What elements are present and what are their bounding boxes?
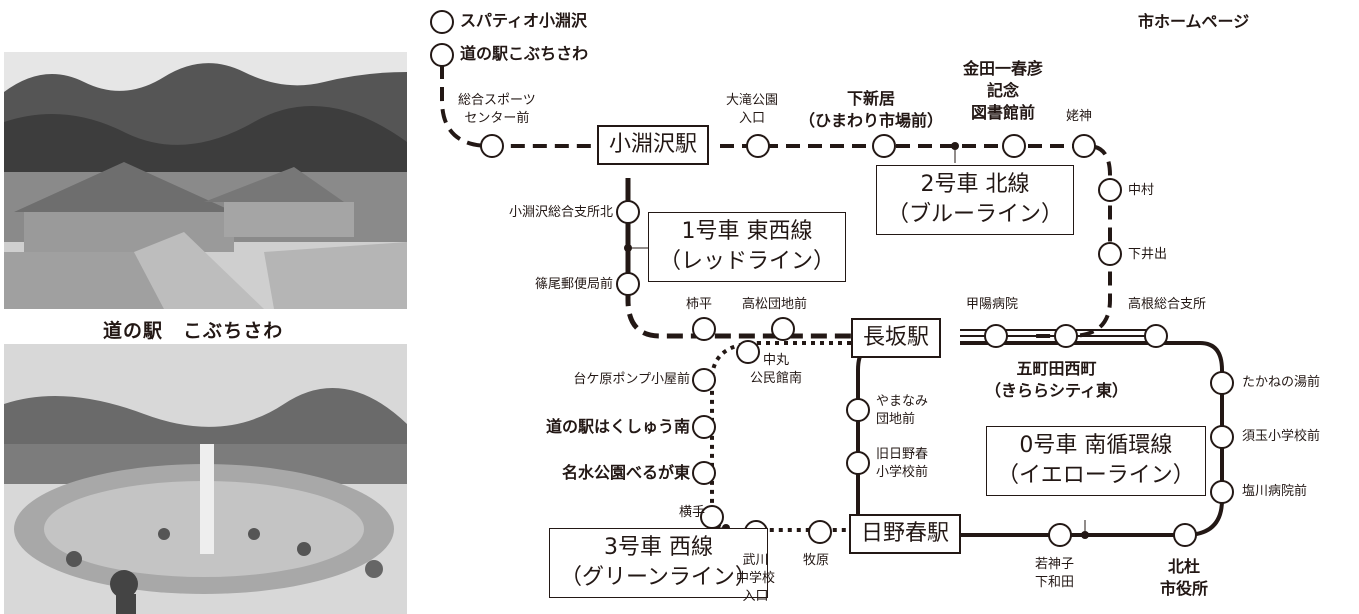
stop-label-meisui-park: 名水公園べるが東 — [561, 463, 690, 482]
stop-marker-shimoide — [1098, 242, 1122, 266]
stop-label-mukawa-school: 武川 中学校 入口 — [736, 553, 776, 604]
route-line-1-dashed-north — [440, 65, 600, 148]
line-3-name: 3号車 西線 — [603, 535, 713, 560]
stop-marker-hakushu-minami — [692, 415, 716, 439]
line-1-sub: （レッドライン） — [659, 249, 836, 274]
stop-marker-wakamiko — [1048, 523, 1072, 547]
stop-label-old-hinoharu-school: 旧日野春 小学校前 — [876, 447, 929, 480]
stop-marker-spatio — [430, 10, 454, 34]
route-line-2 — [720, 144, 1112, 338]
stop-label-daigahara-pump: 台ケ原ポンプ小屋前 — [573, 372, 690, 387]
stop-label-shimoide: 下井出 — [1128, 247, 1168, 262]
stop-marker-gochoda — [1054, 324, 1078, 348]
line-0-name: 0号車 南循環線 — [1019, 433, 1173, 458]
stop-label-yokote: 横手 — [678, 505, 705, 520]
stop-marker-kouyou-hospital — [984, 324, 1008, 348]
line-2-sub: （ブルーライン） — [887, 202, 1064, 227]
stop-marker-otaki — [746, 134, 770, 158]
stop-marker-ubagami — [1072, 134, 1096, 158]
stop-marker-shiokawa-hospital — [1210, 480, 1234, 504]
stop-label-takane-branch: 高根総合支所 — [1128, 297, 1207, 312]
stop-label-ubagami: 姥神 — [1066, 109, 1093, 124]
stop-marker-shinoo-post — [616, 272, 640, 296]
stop-marker-takanenoyu — [1210, 371, 1234, 395]
station-kobuchisawa[interactable]: 小淵沢駅 — [597, 125, 710, 165]
stop-marker-city-hall — [1173, 523, 1197, 547]
stop-marker-sutama-school — [1210, 425, 1234, 449]
stop-label-kaneda: 金田一春彦 記念 図書館前 — [963, 59, 1044, 122]
stop-marker-kakidaira — [692, 317, 716, 341]
stop-label-takamatsu: 高松団地前 — [742, 297, 808, 312]
stop-marker-yamanami — [846, 398, 870, 422]
line-3-sub: （グリーンライン） — [560, 565, 757, 590]
stop-label-city-hall: 北杜 市役所 — [1160, 557, 1209, 598]
stop-label-sutama-school: 須玉小学校前 — [1242, 429, 1321, 444]
stop-label-nakamura: 中村 — [1128, 183, 1155, 198]
line-1-name: 1号車 東西線 — [681, 219, 813, 244]
route-line-1-dashed — [625, 290, 870, 339]
stop-marker-nakamaru — [736, 340, 760, 364]
stop-label-wakamiko: 若神子 下和田 — [1035, 557, 1075, 590]
stop-label-sports-center: 総合スポーツ センター前 — [458, 93, 536, 126]
stop-marker-makihara — [808, 520, 832, 544]
stop-label-makihara: 牧原 — [803, 553, 830, 568]
stop-marker-old-hinoharu-school — [846, 451, 870, 475]
photo-water-park — [4, 344, 407, 614]
line-0-sub: （イエローライン） — [997, 463, 1195, 488]
photo-michinoeki-kobuchisawa — [4, 52, 407, 309]
station-hinoharu[interactable]: 日野春駅 — [849, 514, 962, 554]
stop-label-shiokawa-hospital: 塩川病院前 — [1242, 484, 1308, 499]
stop-marker-takamatsu — [771, 317, 795, 341]
stop-label-kouyou-hospital: 甲陽病院 — [966, 297, 1019, 312]
stop-label-kobuchisawa-branch: 小淵沢総合支所北 — [508, 205, 613, 220]
stop-marker-takane-branch — [1144, 324, 1168, 348]
stop-label-otaki: 大滝公園 入口 — [726, 93, 779, 126]
stop-label-spatio: スパティオ小淵沢 — [460, 11, 588, 30]
stop-label-hakushu-minami: 道の駅はくしゅう南 — [545, 417, 690, 436]
stop-marker-kaneda — [1002, 134, 1026, 158]
stop-marker-kobuchisawa-branch — [616, 200, 640, 224]
station-nagasaka[interactable]: 長坂駅 — [851, 318, 942, 358]
stop-marker-meisui-park — [692, 461, 716, 485]
stop-label-takanenoyu: たかねの湯前 — [1242, 375, 1321, 390]
line-box-1: 1号車 東西線 （レッドライン） — [648, 212, 847, 282]
stop-marker-michinoeki-kobuchisawa — [430, 43, 454, 67]
stop-label-michinoeki-kobuchisawa: 道の駅こぶちさわ — [460, 44, 589, 63]
line-box-3: 3号車 西線 （グリーンライン） — [549, 528, 768, 598]
stop-marker-nakamura — [1098, 178, 1122, 202]
stop-label-shinoo-post: 篠尾郵便局前 — [534, 277, 613, 292]
stop-label-gochoda: 五町田西町 （きららシティ東） — [985, 359, 1129, 400]
stop-label-kakidaira: 柿平 — [686, 297, 713, 312]
line-box-0: 0号車 南循環線 （イエローライン） — [986, 426, 1206, 496]
stop-marker-daigahara-pump — [692, 368, 716, 392]
line-box-2: 2号車 北線 （ブルーライン） — [876, 165, 1075, 235]
stop-marker-sports-center — [480, 134, 504, 158]
stop-label-yamanami: やまなみ 団地前 — [876, 394, 929, 427]
stop-label-nakamaru: 中丸 公民館南 — [750, 353, 803, 386]
stop-marker-shimoarai — [872, 134, 896, 158]
city-homepage-link[interactable]: 市ホームページ — [1138, 12, 1250, 31]
photo-caption: 道の駅 こぶちさわ — [103, 320, 284, 342]
line-2-name: 2号車 北線 — [920, 172, 1030, 197]
stop-label-shimoarai: 下新居 （ひまわり市場前） — [799, 89, 944, 130]
